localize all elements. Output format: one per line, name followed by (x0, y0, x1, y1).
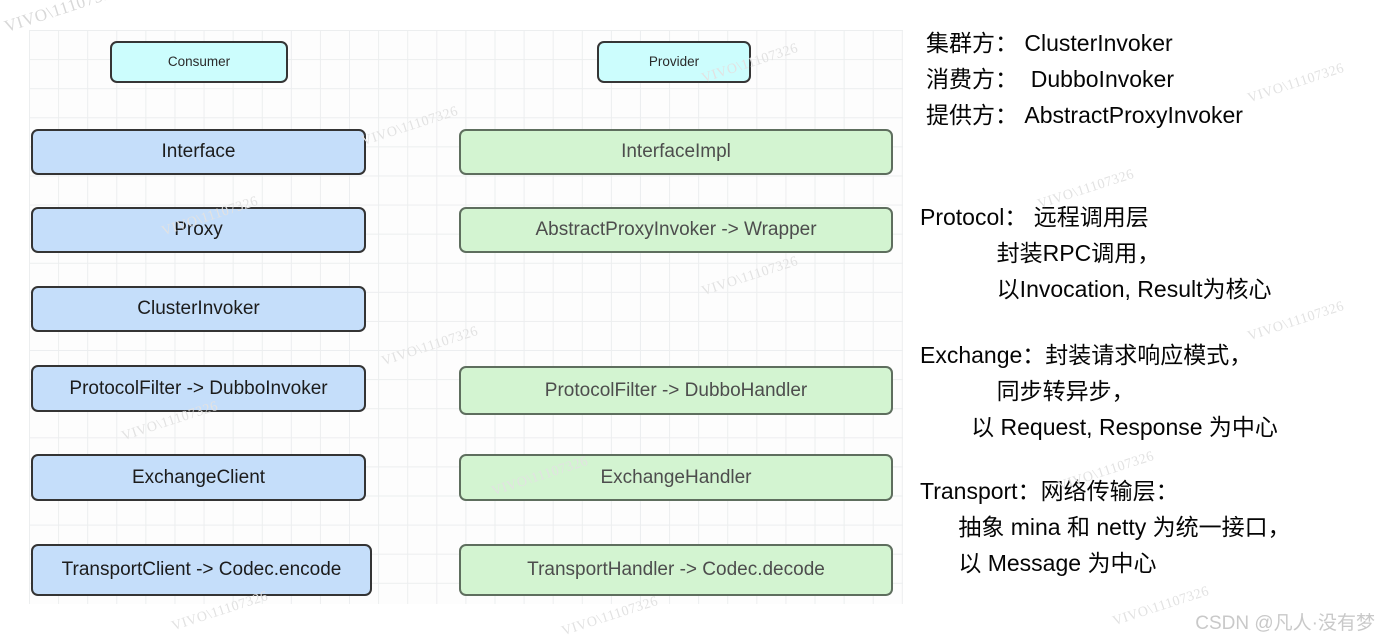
legend-block-protocol: Protocol： 远程调用层 封装RPC调用， 以Invocation, Re… (920, 199, 1272, 307)
legend-line-provider: 提供方： AbstractProxyInvoker (926, 102, 1243, 128)
legend-line-consumer: 消费方： DubboInvoker (926, 66, 1174, 92)
node-label: Proxy (174, 219, 223, 241)
legend-line-transport-2: 抽象 mina 和 netty 为统一接口， (920, 514, 1291, 540)
node-label: ExchangeClient (131, 466, 266, 488)
legend-line-protocol-3: 以Invocation, Result为核心 (920, 276, 1272, 302)
node-consumer[interactable]: Consumer (110, 41, 288, 83)
grid-background (29, 30, 903, 604)
node-cluster-invoker[interactable]: ClusterInvoker (31, 286, 366, 332)
node-abstract-proxy-invoker[interactable]: AbstractProxyInvoker -> Wrapper (459, 207, 893, 253)
node-transport-client[interactable]: TransportClient -> Codec.encode (31, 544, 372, 596)
node-label: Consumer (167, 54, 231, 70)
node-label: AbstractProxyInvoker -> Wrapper (535, 219, 817, 241)
legend-line-exchange-2: 同步转异步， (920, 378, 1135, 404)
legend-panel: 集群方： ClusterInvoker 消费方： DubboInvoker 提供… (916, 0, 1391, 643)
diagram-canvas: Consumer Interface Proxy ClusterInvoker … (2, 0, 903, 639)
legend-line-cluster: 集群方： ClusterInvoker (926, 30, 1173, 56)
node-label: Provider (648, 54, 700, 70)
node-proxy[interactable]: Proxy (31, 207, 366, 253)
node-interface[interactable]: Interface (31, 129, 366, 175)
legend-line-transport-1: Transport：网络传输层： (920, 478, 1179, 504)
legend-line-protocol-1: Protocol： 远程调用层 (920, 204, 1149, 230)
legend-line-exchange-1: Exchange：封装请求响应模式， (920, 342, 1253, 368)
watermark-text: VIVO\11107326 (1246, 60, 1347, 107)
node-label: ClusterInvoker (137, 298, 260, 320)
node-label: ProtocolFilter -> DubboHandler (544, 379, 808, 401)
node-exchange-handler[interactable]: ExchangeHandler (459, 454, 893, 501)
legend-line-transport-3: 以 Message 为中心 (920, 550, 1157, 576)
node-label: TransportClient -> Codec.encode (61, 559, 342, 581)
legend-block-transport: Transport：网络传输层： 抽象 mina 和 netty 为统一接口， … (920, 473, 1291, 581)
legend-block-roles: 集群方： ClusterInvoker 消费方： DubboInvoker 提供… (926, 25, 1243, 133)
node-label: ProtocolFilter -> DubboInvoker (69, 377, 328, 399)
node-label: InterfaceImpl (621, 141, 731, 163)
node-interface-impl[interactable]: InterfaceImpl (459, 129, 893, 175)
node-label: Interface (161, 141, 236, 163)
node-exchange-client[interactable]: ExchangeClient (31, 454, 366, 501)
node-provider[interactable]: Provider (597, 41, 751, 83)
legend-block-exchange: Exchange：封装请求响应模式， 同步转异步， 以 Request, Res… (920, 337, 1278, 445)
csdn-credit: CSDN @凡人·没有梦 (1195, 613, 1375, 634)
node-transport-handler[interactable]: TransportHandler -> Codec.decode (459, 544, 893, 596)
node-protocolfilter-dubbohandler[interactable]: ProtocolFilter -> DubboHandler (459, 366, 893, 415)
legend-line-protocol-2: 封装RPC调用， (920, 240, 1161, 266)
node-protocolfilter-dubboinvoker[interactable]: ProtocolFilter -> DubboInvoker (31, 365, 366, 412)
legend-line-exchange-3: 以 Request, Response 为中心 (920, 414, 1278, 440)
node-label: ExchangeHandler (600, 466, 752, 488)
node-label: TransportHandler -> Codec.decode (527, 559, 825, 581)
